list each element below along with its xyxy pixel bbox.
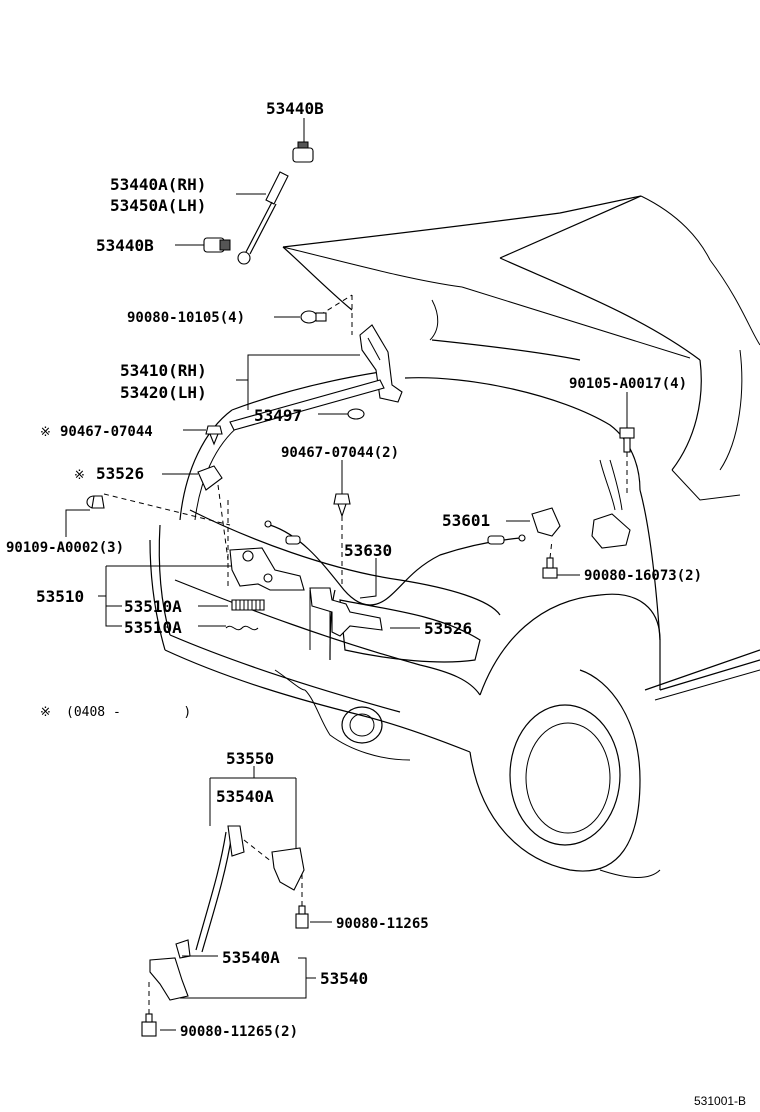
label-53510A-2: 53510A [124,618,182,637]
label-53410-rh: 53410(RH) [120,361,207,380]
diagram-code: 531001-B [694,1094,746,1108]
label-53550: 53550 [226,749,274,768]
label-53440B-bottom: 53440B [96,236,154,255]
label-53601: 53601 [442,511,490,530]
label-53440B-top: 53440B [266,99,324,118]
part-labels: 53440B 53440A(RH) 53450A(LH) 53440B 9008… [6,99,746,1108]
label-90080-16073: 90080-16073(2) [584,568,702,584]
ref-mark-1: ※ [40,425,51,440]
label-53526-lower: 53526 [424,619,472,638]
label-53440A-rh: 53440A(RH) [110,175,206,194]
bolt-90080-11265-2 [141,978,157,1037]
label-90080-11265-2: 90080-11265(2) [180,1024,298,1040]
label-90105-A0017: 90105-A0017(4) [569,376,687,392]
bolt-90080-11265 [295,870,309,929]
ref-mark-2: ※ [74,468,85,483]
clip-90467-07044 [205,425,223,446]
clip-90109-A0002 [86,493,231,526]
label-53540: 53540 [320,969,368,988]
bolt-90080-16073 [542,539,558,579]
bracket-53526-top [197,465,229,561]
label-53497: 53497 [254,406,302,425]
label-53450A-lh: 53450A(LH) [110,196,206,215]
vehicle-body [149,195,760,878]
support-rod [149,825,305,1001]
label-90080-10105: 90080-10105(4) [127,310,245,326]
fasteners [86,310,635,1037]
label-90467-07044-2: 90467-07044(2) [281,445,399,461]
bolt-90080-10105 [300,310,327,324]
label-90080-11265: 90080-11265 [336,916,429,932]
ref-mark-3: ※ [40,705,51,720]
label-90467-07044: 90467-07044 [60,424,153,440]
release-cable [264,520,526,661]
label-53420-lh: 53420(LH) [120,383,207,402]
hood-latch [225,500,305,631]
label-53540A-top: 53540A [216,787,274,806]
label-53526-top: 53526 [96,464,144,483]
bracket-53526-lower [309,587,383,637]
label-53510: 53510 [36,587,84,606]
leader-lines [65,118,628,1031]
ref-note: (0408 - ) [66,705,191,720]
bolt-90105-A0017 [619,427,635,495]
clip-90467-07044-center [333,493,351,585]
gas-strut [203,141,314,265]
label-53510A-1: 53510A [124,597,182,616]
label-90109-A0002: 90109-A0002(3) [6,540,124,556]
label-53540A-bottom: 53540A [222,948,280,967]
label-53630: 53630 [344,541,392,560]
release-lever [531,459,631,549]
